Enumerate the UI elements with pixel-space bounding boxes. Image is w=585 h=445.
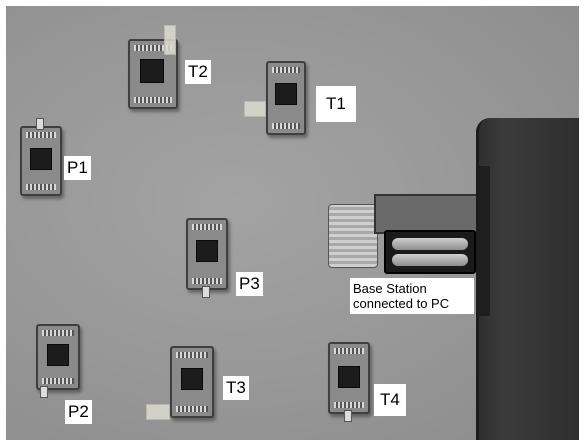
node-label-t1: T1 bbox=[316, 86, 356, 122]
sensor-node-t1 bbox=[244, 61, 306, 135]
node-chip bbox=[338, 366, 360, 388]
node-antenna bbox=[36, 118, 44, 130]
sensor-node-t3 bbox=[146, 346, 214, 420]
node-label-t4: T4 bbox=[374, 384, 406, 416]
node-board bbox=[20, 126, 62, 196]
base-station-label: Base Station connected to PC bbox=[350, 278, 474, 314]
battery-cell bbox=[392, 254, 468, 266]
photo-scene: T2 T1 P1 P3 Base Station connected to PC bbox=[6, 6, 579, 440]
base-station bbox=[328, 194, 478, 274]
node-chip bbox=[30, 148, 52, 170]
base-station-board bbox=[374, 194, 478, 234]
node-tape bbox=[164, 25, 176, 55]
node-antenna bbox=[344, 410, 352, 422]
sensor-node-t4 bbox=[328, 342, 370, 422]
sensor-node-p1 bbox=[20, 118, 62, 196]
serial-connector bbox=[328, 204, 378, 268]
sensor-node-p2 bbox=[36, 324, 80, 398]
battery-cell bbox=[392, 238, 468, 250]
node-chip bbox=[181, 368, 203, 390]
node-chip bbox=[196, 240, 218, 262]
node-label-t2: T2 bbox=[185, 60, 211, 84]
sensor-node-t2 bbox=[128, 25, 178, 109]
node-antenna bbox=[40, 386, 48, 398]
node-tape bbox=[146, 404, 170, 420]
node-chip bbox=[140, 59, 164, 83]
node-chip bbox=[275, 83, 297, 105]
node-tape bbox=[244, 101, 266, 117]
node-antenna bbox=[202, 286, 210, 298]
laptop-pc bbox=[476, 118, 579, 440]
node-chip bbox=[47, 344, 69, 366]
node-board bbox=[328, 342, 370, 414]
sensor-node-p3 bbox=[186, 218, 228, 298]
battery-pack bbox=[384, 230, 476, 274]
node-label-p1: P1 bbox=[64, 156, 91, 180]
node-label-t3: T3 bbox=[223, 376, 249, 400]
node-label-p2: P2 bbox=[65, 400, 92, 424]
laptop-edge bbox=[478, 166, 490, 316]
node-label-p3: P3 bbox=[236, 272, 263, 296]
